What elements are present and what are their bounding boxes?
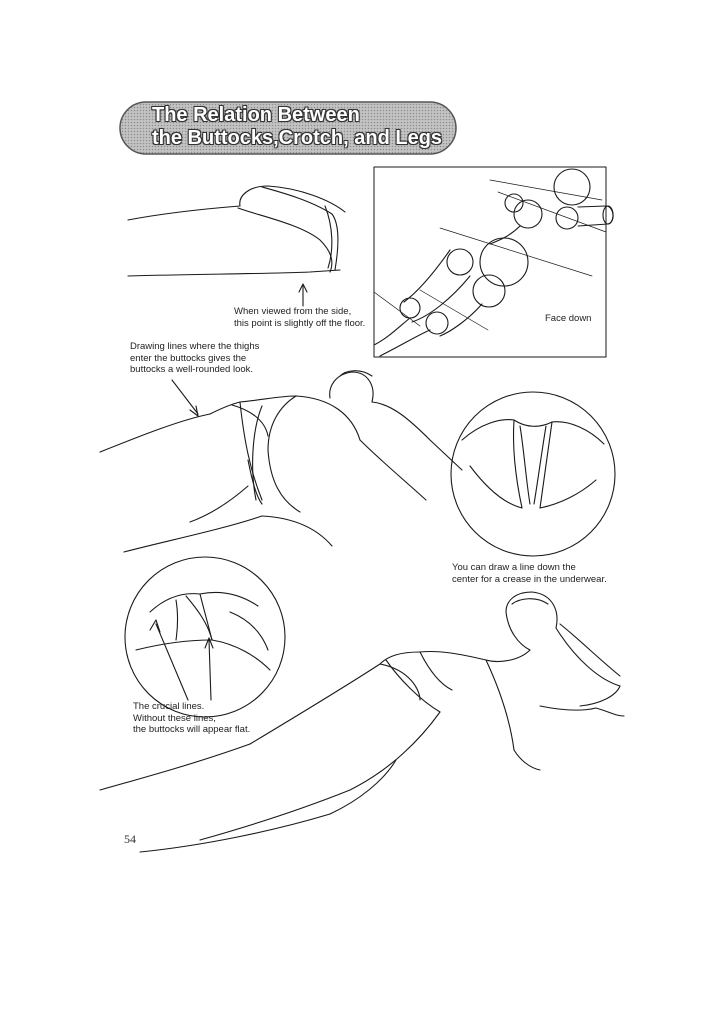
caption-thigh-lines-line-3: buttocks a well-rounded look.	[130, 364, 254, 375]
lying-figure-middle	[99, 370, 463, 553]
caption-side-view-line-2: this point is slightly off the floor.	[234, 317, 366, 329]
caption-face-down: Face down	[545, 313, 592, 324]
caption-thigh-lines-line-1: Drawing lines where the thighs	[130, 341, 260, 352]
face-down-frame	[373, 166, 614, 358]
page-number: 54	[124, 832, 136, 846]
caption-crease: You can draw a line down the center for …	[452, 562, 607, 585]
title-line-2: the Buttocks,Crotch, and Legs	[152, 127, 443, 149]
title-banner: The Relation Between the Buttocks,Crotch…	[118, 100, 458, 156]
title-line-1: The Relation Between	[152, 104, 360, 126]
banner-shape	[119, 101, 457, 155]
zoom-circle-left	[124, 556, 286, 718]
side-view-illustration	[127, 185, 346, 307]
caption-side-view-line-1: When viewed from the side,	[234, 306, 352, 317]
caption-crucial-lines-line-2: Without these lines,	[133, 712, 216, 724]
caption-crucial-lines-line-3: the buttocks will appear flat.	[133, 724, 251, 735]
caption-thigh-lines: Drawing lines where the thighs enter the…	[130, 341, 259, 376]
caption-crucial-lines: The crucial lines. Without these lines, …	[133, 701, 250, 736]
lying-figure-bottom	[99, 591, 625, 853]
caption-crease-line-1: You can draw a line down the	[452, 562, 576, 573]
page-title: The Relation Between the Buttocks,Crotch…	[152, 104, 442, 150]
zoom-circle-right	[450, 391, 616, 557]
caption-crease-line-2: center for a crease in the underwear.	[452, 573, 607, 585]
caption-thigh-lines-line-2: enter the buttocks gives the	[130, 352, 247, 364]
caption-crucial-lines-line-1: The crucial lines.	[133, 701, 205, 712]
caption-side-view: When viewed from the side, this point is…	[234, 306, 365, 329]
